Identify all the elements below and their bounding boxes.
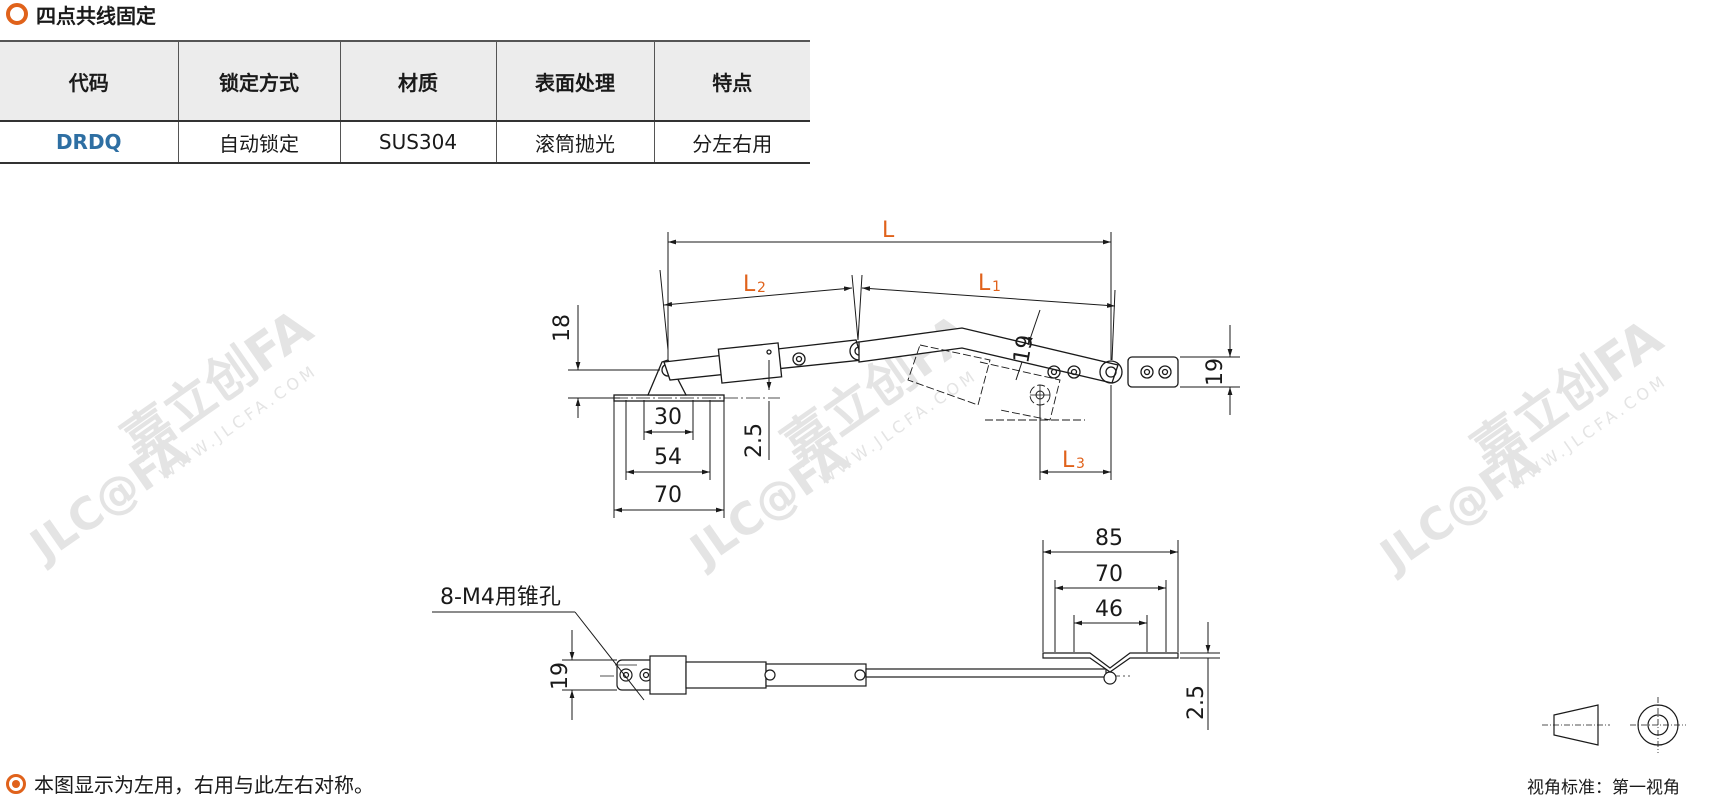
top-view-dimensions [568, 232, 1240, 518]
cell-lock-method: 自动锁定 [177, 121, 340, 164]
dim-70: 70 [654, 483, 682, 508]
dim-2-5: 2.5 [742, 423, 767, 458]
dim-46: 46 [1095, 597, 1123, 622]
right-base-bracket [1042, 652, 1179, 673]
header-feature: 特点 [653, 40, 810, 122]
hinge-block-1 [649, 655, 687, 695]
long-arm-bar [865, 668, 1107, 678]
dim-L: L [882, 218, 895, 243]
dim-L3: L [1062, 448, 1075, 473]
header-code: 代码 [0, 40, 178, 122]
first-angle-projection-icon [1542, 697, 1686, 753]
dim-L1: L [978, 271, 991, 296]
dim-54: 54 [654, 445, 682, 470]
dot-bullet-icon [6, 773, 26, 794]
dim-85: 85 [1095, 526, 1123, 551]
table-header-row: 代码 锁定方式 材质 表面处理 特点 [0, 40, 810, 122]
header-surface: 表面处理 [495, 40, 654, 122]
table-row: DRDQ 自动锁定 SUS304 滚筒抛光 分左右用 [0, 121, 810, 164]
bottom-view-dimensions [432, 540, 1220, 730]
hole-label: 8-M4用锥孔 [440, 585, 561, 610]
header-lock-method: 锁定方式 [177, 40, 340, 122]
dim-19-middle: 19 [1009, 333, 1038, 365]
projection-view-label: 视角标准：第一视角 [1527, 778, 1680, 798]
right-pivot [1099, 360, 1123, 384]
usage-note: 本图显示为左用，右用与此左右对称。 [6, 769, 374, 798]
section-title: 四点共线固定 [6, 2, 156, 28]
cell-material: SUS304 [339, 121, 496, 164]
dim-L2-sub: 2 [757, 280, 766, 296]
cell-code: DRDQ [0, 121, 178, 164]
dim-L3-sub: 3 [1076, 456, 1085, 472]
top-view-labels: L L 2 L 1 L 3 18 19 19 2.5 30 54 70 [550, 218, 1228, 508]
dim-19-bottom: 19 [548, 662, 573, 690]
cell-surface: 滚筒抛光 [495, 121, 654, 164]
section-title-text: 四点共线固定 [36, 3, 156, 28]
bottom-view-labels: 8-M4用锥孔 85 70 46 19 2.5 [440, 526, 1209, 720]
bottom-view [600, 652, 1179, 695]
top-view [570, 327, 1179, 421]
dim-2-5-bottom: 2.5 [1184, 685, 1209, 720]
dim-19-right: 19 [1203, 358, 1228, 386]
dim-18: 18 [550, 314, 575, 342]
header-material: 材质 [339, 40, 496, 122]
watermark-left: JLC@FA 嘉立创FA WWW.JLCFA.COM [19, 298, 323, 573]
hinge-block-2 [685, 661, 767, 689]
spec-table: 代码 锁定方式 材质 表面处理 特点 DRDQ 自动锁定 SUS304 滚筒抛光… [0, 40, 810, 164]
usage-note-text: 本图显示为左用，右用与此左右对称。 [34, 773, 374, 797]
slider-block [717, 342, 783, 384]
ring-bullet-icon [6, 3, 28, 25]
dim-30: 30 [654, 405, 682, 430]
dim-70-bottom: 70 [1095, 562, 1123, 587]
dim-L1-sub: 1 [992, 279, 1001, 295]
hinge-block-3 [765, 663, 867, 687]
watermark-right: JLC@FA 嘉立创FA WWW.JLCFA.COM [1369, 308, 1673, 583]
cell-feature: 分左右用 [653, 121, 810, 164]
dim-L2: L [743, 272, 756, 297]
